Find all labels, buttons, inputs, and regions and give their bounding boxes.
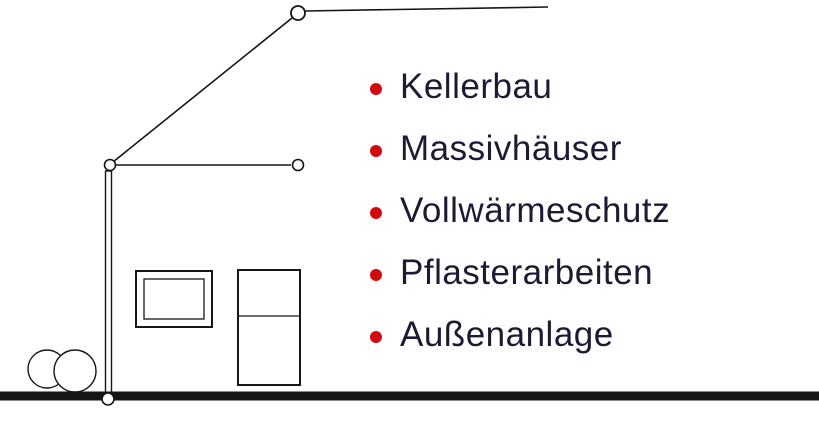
- window-pane-icon: [143, 278, 205, 320]
- bullet-icon: [370, 330, 382, 343]
- service-item: Vollwärmeschutz: [370, 180, 670, 242]
- service-label: Kellerbau: [400, 67, 553, 106]
- services-list: Kellerbau Massivhäuser Vollwärmeschutz P…: [370, 56, 670, 366]
- bullet-icon: [370, 206, 382, 219]
- service-label: Außenanlage: [400, 315, 614, 354]
- eave-right-circle-icon: [291, 158, 305, 172]
- service-item: Massivhäuser: [370, 118, 670, 180]
- door-icon: [237, 269, 301, 386]
- eave-left-circle-icon: [103, 158, 117, 172]
- scaffold-post: [104, 170, 113, 400]
- service-item: Kellerbau: [370, 56, 670, 118]
- bullet-icon: [370, 268, 382, 281]
- service-label: Pflasterarbeiten: [400, 253, 654, 292]
- roof-line: [112, 17, 293, 163]
- service-item: Pflasterarbeiten: [370, 242, 670, 304]
- post-base-circle-icon: [101, 392, 115, 406]
- ridge-extension-line: [304, 6, 549, 12]
- service-label: Massivhäuser: [400, 129, 622, 168]
- bush-icon: [53, 349, 97, 393]
- service-item: Außenanlage: [370, 304, 670, 366]
- bullet-icon: [370, 82, 382, 95]
- bullet-icon: [370, 144, 382, 157]
- service-label: Vollwärmeschutz: [400, 191, 671, 230]
- roof-peak-circle-icon: [290, 5, 306, 21]
